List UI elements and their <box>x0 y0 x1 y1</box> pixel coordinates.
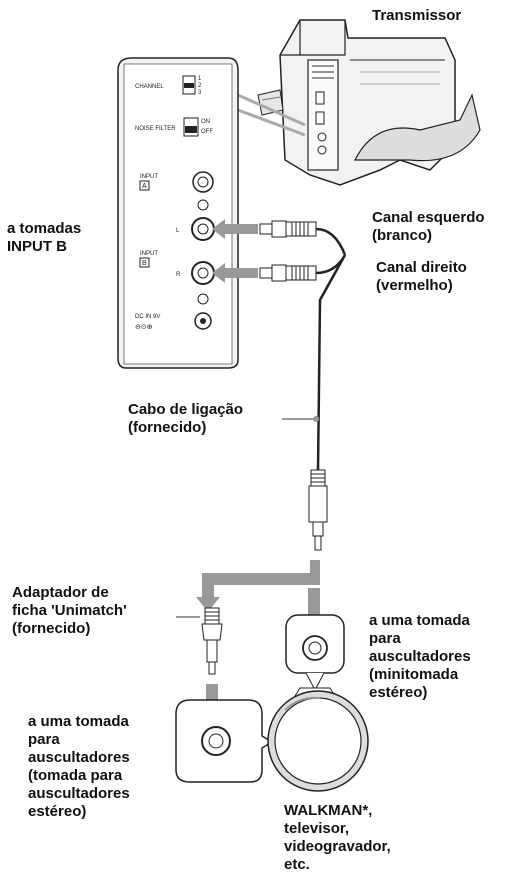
connecting-cable <box>315 227 347 471</box>
svg-text:⊖⊙⊕: ⊖⊙⊕ <box>135 324 153 331</box>
mini-plug <box>308 469 328 551</box>
cable-label: Cabo de ligação (fornecido) <box>128 401 244 436</box>
minijack-label: a uma tomada para auscultadores (minitom… <box>369 612 471 701</box>
left-channel-label: Canal esquerdo (branco) <box>372 209 485 244</box>
input-b-target-label: a tomadas INPUT B <box>7 220 82 255</box>
channel-label: CHANNEL <box>135 84 164 90</box>
noise-filter-label: NOISE FILTER <box>135 126 176 132</box>
transmitter-device <box>257 19 481 186</box>
svg-text:B: B <box>142 260 147 267</box>
unimatch-adapter <box>201 607 223 675</box>
channel-3: 3 <box>198 90 202 96</box>
channel-1: 1 <box>198 76 202 82</box>
input-b-label: INPUT <box>140 251 158 257</box>
stereo-jack-label: a uma tomada para auscultadores (tomada … <box>28 713 130 820</box>
right-channel-label: Canal direito (vermelho) <box>376 259 467 294</box>
input-panel: CHANNEL 1 2 3 NOISE FILTER ON OFF INPUT … <box>117 57 239 369</box>
stereo-jack-socket <box>175 699 274 783</box>
svg-text:A: A <box>142 183 147 190</box>
r-label: R <box>176 272 181 278</box>
l-label: L <box>176 228 180 234</box>
transmitter-label: Transmissor <box>372 7 462 24</box>
adapter-label: Adaptador de ficha 'Unimatch' (fornecido… <box>12 584 127 637</box>
insert-arrows <box>212 219 258 283</box>
rca-plug-left <box>259 220 317 238</box>
rca-plug-right <box>259 264 317 282</box>
walkman-device <box>267 687 369 792</box>
channel-2: 2 <box>198 83 202 89</box>
on-label: ON <box>201 119 210 125</box>
minijack-socket <box>285 614 345 692</box>
input-a-label: INPUT <box>140 174 158 180</box>
dc-in-label: DC IN 9V <box>135 314 160 320</box>
zoom-callout <box>237 93 306 137</box>
off-label: OFF <box>201 129 213 135</box>
devices-label: WALKMAN*, televisor, videogravador, etc. <box>284 802 391 873</box>
